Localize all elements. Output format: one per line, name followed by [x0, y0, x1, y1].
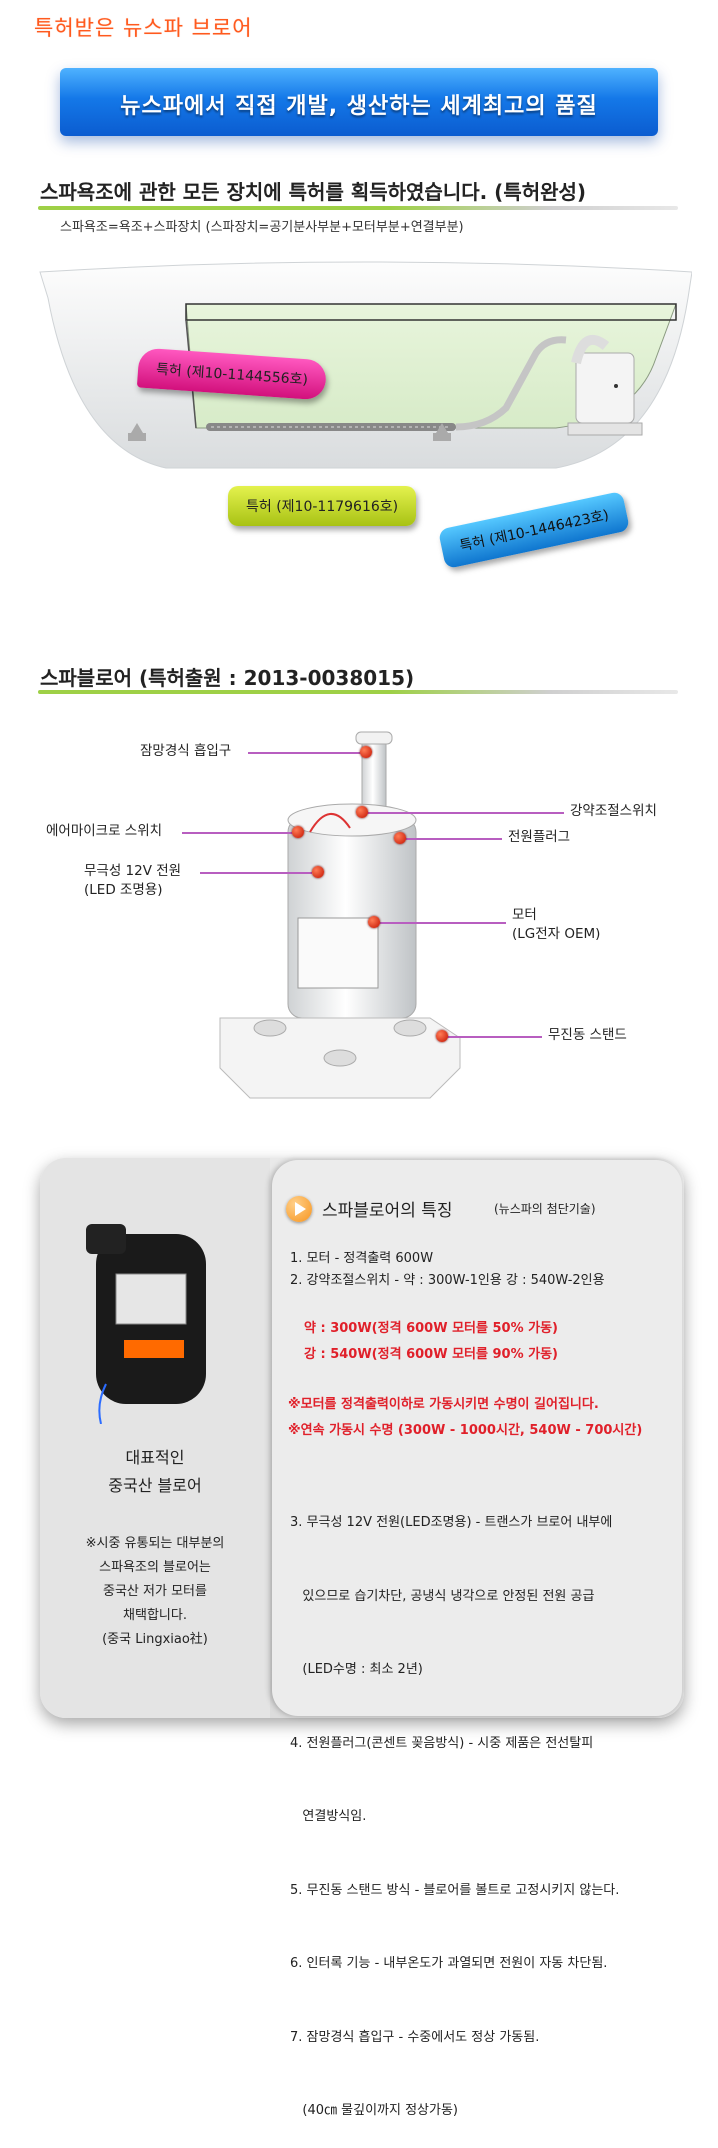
- label-stand: 무진동 스탠드: [548, 1027, 627, 1043]
- banner-box: [60, 68, 658, 136]
- left-title: 대표적인 중국산 블로어: [40, 1444, 270, 1500]
- feature-panel-right: [272, 1160, 682, 1716]
- blower-illustration: [219, 731, 461, 1099]
- label-air-micro-switch: 에어마이크로 스위치: [46, 823, 163, 839]
- red-notes-b: ※모터를 정격출력이하로 가동시키면 수명이 길어집니다. ※연속 가동시 수명…: [288, 1392, 642, 1444]
- marker-motor: [368, 916, 380, 928]
- feature-item: 있으므로 습기차단, 공냉식 냉각으로 안정된 전원 공급: [290, 1588, 595, 1604]
- left-note-line: (중국 Lingxiao社): [102, 1632, 208, 1647]
- leader-intake: [248, 752, 366, 754]
- left-note-line: 채택합니다.: [123, 1608, 187, 1623]
- left-title-line1: 대표적인: [125, 1448, 185, 1467]
- left-note-line: 중국산 저가 모터를: [103, 1584, 207, 1599]
- left-note-line: 스파욕조의 블로어는: [99, 1560, 211, 1575]
- red-note: 약 : 300W(정격 600W 모터를 50% 가동): [304, 1321, 558, 1336]
- marker-intake: [360, 746, 372, 758]
- feature-item: 3. 무극성 12V 전원(LED조명용) - 트랜스가 브로어 내부에: [290, 1515, 613, 1530]
- marker-strength-switch: [356, 806, 368, 818]
- red-note: ※연속 가동시 수명 (300W - 1000시간, 540W - 700시간): [288, 1423, 643, 1438]
- banner-text: 뉴스파에서 직접 개발, 생산하는 세계최고의 품질: [120, 94, 598, 119]
- left-note: ※시중 유통되는 대부분의 스파욕조의 블로어는 중국산 저가 모터를 채택합니…: [40, 1532, 270, 1652]
- play-icon: [286, 1196, 312, 1222]
- feature-list-a: 1. 모터 - 정격출력 600W 2. 강약조절스위치 - 약 : 300W-…: [290, 1248, 605, 1292]
- chinese-blower-image: [86, 1224, 206, 1424]
- feature-item: 1. 모터 - 정격출력 600W: [290, 1251, 434, 1266]
- marker-power-plug: [394, 832, 406, 844]
- label-power-12v: 무극성 12V 전원 (LED 조명용): [84, 862, 181, 900]
- label-strength-switch: 강약조절스위치: [570, 803, 657, 819]
- section1-note: 스파욕조=욕조+스파장치 (스파장치=공기분사부분+모터부분+연결부분): [60, 220, 464, 235]
- feature-item: (LED수명 : 최소 2년): [290, 1662, 423, 1677]
- label-intake: 잠망경식 흡입구: [140, 743, 232, 759]
- red-note: ※모터를 정격출력이하로 가동시키면 수명이 길어집니다.: [288, 1397, 599, 1412]
- feature-item: 7. 잠망경식 흡입구 - 수중에서도 정상 가동됨.: [290, 2029, 540, 2045]
- leader-power-plug: [402, 838, 502, 840]
- section2-underline: [38, 690, 678, 694]
- feature-item: 2. 강약조절스위치 - 약 : 300W-1인용 강 : 540W-2인용: [290, 1273, 605, 1288]
- leader-air-micro-switch: [182, 832, 296, 834]
- left-note-line: ※시중 유통되는 대부분의: [85, 1536, 225, 1551]
- label-motor-line1: 모터: [512, 907, 537, 923]
- label-power-plug: 전원플러그: [508, 829, 571, 845]
- feature-item: (40㎝ 물깊이까지 정상가동): [290, 2103, 458, 2118]
- red-note: 강 : 540W(정격 600W 모터를 90% 가동): [304, 1347, 558, 1362]
- label-motor: 모터 (LG전자 OEM): [512, 906, 600, 944]
- feature-item: 4. 전원플러그(콘센트 꽂음방식) - 시중 제품은 전선탈피: [290, 1735, 594, 1751]
- feature-item: 연결방식임.: [290, 1809, 367, 1824]
- label-power-12v-line2: (LED 조명용): [84, 882, 163, 898]
- label-motor-line2: (LG전자 OEM): [512, 926, 601, 942]
- feature-item: 5. 무진동 스탠드 방식 - 블로어를 볼트로 고정시키지 않는다.: [290, 1882, 620, 1898]
- left-title-line2: 중국산 블로어: [108, 1476, 202, 1495]
- marker-power-12v: [312, 866, 324, 878]
- leader-strength-switch: [364, 812, 564, 814]
- marker-air-micro-switch: [292, 826, 304, 838]
- leader-stand: [446, 1036, 542, 1038]
- leader-motor: [378, 922, 506, 924]
- patent-bubble-green: 특허 (제10-1179616호): [228, 486, 417, 526]
- feature-list-b: 3. 무극성 12V 전원(LED조명용) - 트랜스가 브로어 내부에 있으므…: [290, 1462, 619, 2148]
- section2-title: 스파블로어 (특허출원 : 2013-0038015): [40, 666, 415, 690]
- patent-bubble-blue: 특허 (제10-1446423호): [437, 490, 631, 570]
- label-power-12v-line1: 무극성 12V 전원: [84, 863, 182, 879]
- marker-stand: [436, 1030, 448, 1042]
- section1-title: 스파욕조에 관한 모든 장치에 특허를 획득하였습니다. (특허완성): [40, 180, 587, 204]
- features-heading: 스파블로어의 특징: [322, 1201, 453, 1221]
- red-notes-a: 약 : 300W(정격 600W 모터를 50% 가동) 강 : 540W(정격…: [304, 1316, 558, 1368]
- bathtub-illustration: [39, 261, 692, 469]
- feature-item: 6. 인터록 기능 - 내부온도가 과열되면 전원이 자동 차단됨.: [290, 1956, 608, 1971]
- page-heading: 특허받은 뉴스파 브로어: [34, 16, 253, 40]
- features-heading-sub: (뉴스파의 첨단기술): [494, 1202, 596, 1216]
- section1-underline: [38, 206, 678, 210]
- leader-power-12v: [200, 872, 312, 874]
